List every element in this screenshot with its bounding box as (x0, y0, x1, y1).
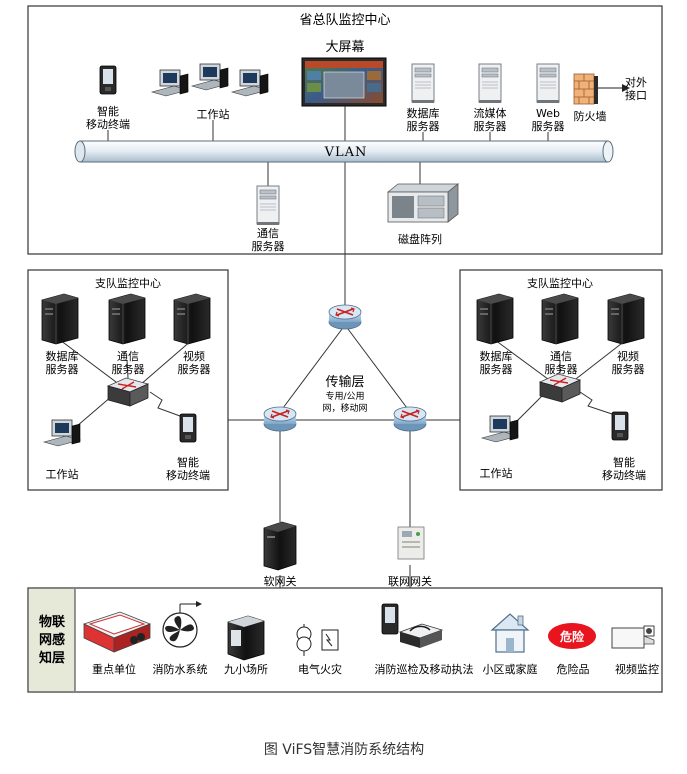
figure-caption: 图 ViFS智慧消防系统结构 (264, 742, 424, 758)
transport-sub-2: 网，移动网 (322, 402, 367, 414)
left-db-label-2: 服务器 (46, 363, 79, 376)
perception-item-electrical-fire: 电气火灾 (298, 662, 342, 676)
province-mobile-terminal-icon (99, 65, 117, 95)
right-comm-label-2: 服务器 (545, 363, 578, 376)
danger-badge-text: 危险 (559, 629, 585, 644)
vlan-label: VLAN (324, 145, 368, 160)
residential-home-icon (490, 613, 530, 653)
province-mobile-label-1: 智能 (97, 104, 119, 118)
big-screen-label: 大屏幕 (325, 40, 364, 55)
soft-gateway-icon (263, 521, 297, 571)
external-label-1: 对外 (625, 75, 647, 89)
province-stream-label-2: 服务器 (474, 120, 507, 133)
right-comm-server-icon (541, 293, 579, 345)
key-unit-icon (82, 611, 152, 653)
province-comm-server-icon (256, 185, 280, 226)
left-mobile-terminal-icon (179, 413, 197, 443)
left-comm-label-2: 服务器 (112, 363, 145, 376)
transport-links (228, 324, 460, 588)
province-db-label-2: 服务器 (407, 120, 440, 133)
video-camera-icon (611, 625, 655, 649)
fire-inspection-icon (381, 603, 444, 648)
perception-label-2: 网感 (39, 632, 65, 648)
transport-router-left-icon (263, 406, 297, 432)
transport-router-right-icon (393, 406, 427, 432)
left-workstation-label: 工作站 (46, 467, 79, 481)
right-video-server-icon (607, 293, 645, 345)
right-video-label-1: 视频 (617, 349, 639, 363)
soft-gateway-label: 软网关 (264, 574, 297, 588)
right-db-label-1: 数据库 (480, 349, 513, 363)
transport-sub-1: 专用/公用 (325, 390, 364, 402)
left-video-server-icon (173, 293, 211, 345)
left-mobile-label-2: 移动终端 (166, 468, 210, 482)
gateways-region: 软网关 联网网关 (263, 521, 432, 588)
perception-layer-tab (29, 589, 75, 691)
hazardous-goods-icon: 危险 (548, 623, 596, 649)
province-comm-label-2: 服务器 (252, 240, 285, 253)
external-arrow-head (622, 84, 630, 92)
firewall-icon (573, 73, 598, 105)
province-mobile-label-2: 移动终端 (86, 117, 130, 131)
province-db-server-icon (411, 63, 435, 104)
province-db-label-1: 数据库 (407, 106, 440, 120)
province-center-region: 省总队监控中心 大屏幕 智能 移动终端 工作站 数据库 服务器 流媒体 服务器 (27, 5, 663, 305)
left-branch-title: 支队监控中心 (95, 276, 161, 290)
disk-array-icon (386, 183, 460, 223)
perception-item-key-unit: 重点单位 (92, 662, 136, 676)
right-db-server-icon (476, 293, 514, 345)
perception-item-residential: 小区或家庭 (483, 662, 538, 676)
perception-item-fire-inspection: 消防巡检及移动执法 (375, 662, 474, 676)
province-web-label-1: Web (536, 107, 560, 120)
perception-item-fire-water: 消防水系统 (153, 662, 208, 676)
province-web-label-2: 服务器 (532, 120, 565, 133)
perception-item-hazardous: 危险品 (557, 662, 590, 676)
right-branch-title: 支队监控中心 (527, 276, 593, 290)
left-mobile-label-1: 智能 (177, 455, 199, 469)
left-db-label-1: 数据库 (46, 349, 79, 363)
left-comm-server-icon (108, 293, 146, 345)
province-workstation-label: 工作站 (197, 107, 230, 121)
right-video-label-2: 服务器 (612, 363, 645, 376)
nine-small-places-icon (227, 615, 265, 661)
right-db-label-2: 服务器 (480, 363, 513, 376)
perception-layer-region: 物联 网感 知层 重点单位 消防水系统 (27, 587, 663, 693)
iot-gateway-icon (397, 526, 425, 560)
firewall-label: 防火墙 (574, 109, 607, 123)
province-center-title: 省总队监控中心 (299, 13, 390, 28)
vlan-drop-lines (107, 106, 549, 305)
transport-layer-region: 传输层 专用/公用 网，移动网 (228, 304, 460, 588)
right-comm-label-1: 通信 (550, 350, 572, 363)
perception-item-nine-small: 九小场所 (224, 662, 268, 676)
right-mobile-label-1: 智能 (613, 455, 635, 469)
external-label-2: 接口 (625, 89, 647, 102)
perception-label-1: 物联 (39, 614, 65, 630)
right-branch-region: 支队监控中心 数据库 服务器 通信 服务器 视频 服务器 工作站 智能 移动终端 (459, 269, 663, 491)
left-branch-region: 支队监控中心 数据库 服务器 通信 服务器 视频 服务器 工作站 智能 移动终端 (27, 269, 229, 491)
left-video-label-2: 服务器 (178, 363, 211, 376)
right-mobile-terminal-icon (611, 411, 629, 441)
province-comm-label-1: 通信 (257, 227, 279, 240)
perception-label-3: 知层 (39, 650, 65, 666)
right-workstation-label: 工作站 (480, 466, 513, 480)
left-video-label-1: 视频 (183, 349, 205, 363)
province-stream-label-1: 流媒体 (474, 106, 507, 120)
province-web-server-icon (536, 63, 560, 104)
left-comm-label-1: 通信 (117, 350, 139, 363)
province-stream-server-icon (478, 63, 502, 104)
electrical-fire-icon (296, 624, 339, 656)
fire-water-system-icon (162, 601, 202, 648)
transport-router-top-icon (328, 304, 362, 330)
perception-item-video: 视频监控 (615, 662, 659, 676)
transport-title: 传输层 (325, 374, 364, 390)
big-screen-icon (301, 57, 387, 107)
iot-gateway-label: 联网网关 (388, 574, 432, 588)
left-db-server-icon (41, 293, 79, 345)
disk-array-label: 磁盘阵列 (398, 232, 442, 246)
right-mobile-label-2: 移动终端 (602, 468, 646, 482)
vlan-bus-pipe (74, 140, 614, 163)
